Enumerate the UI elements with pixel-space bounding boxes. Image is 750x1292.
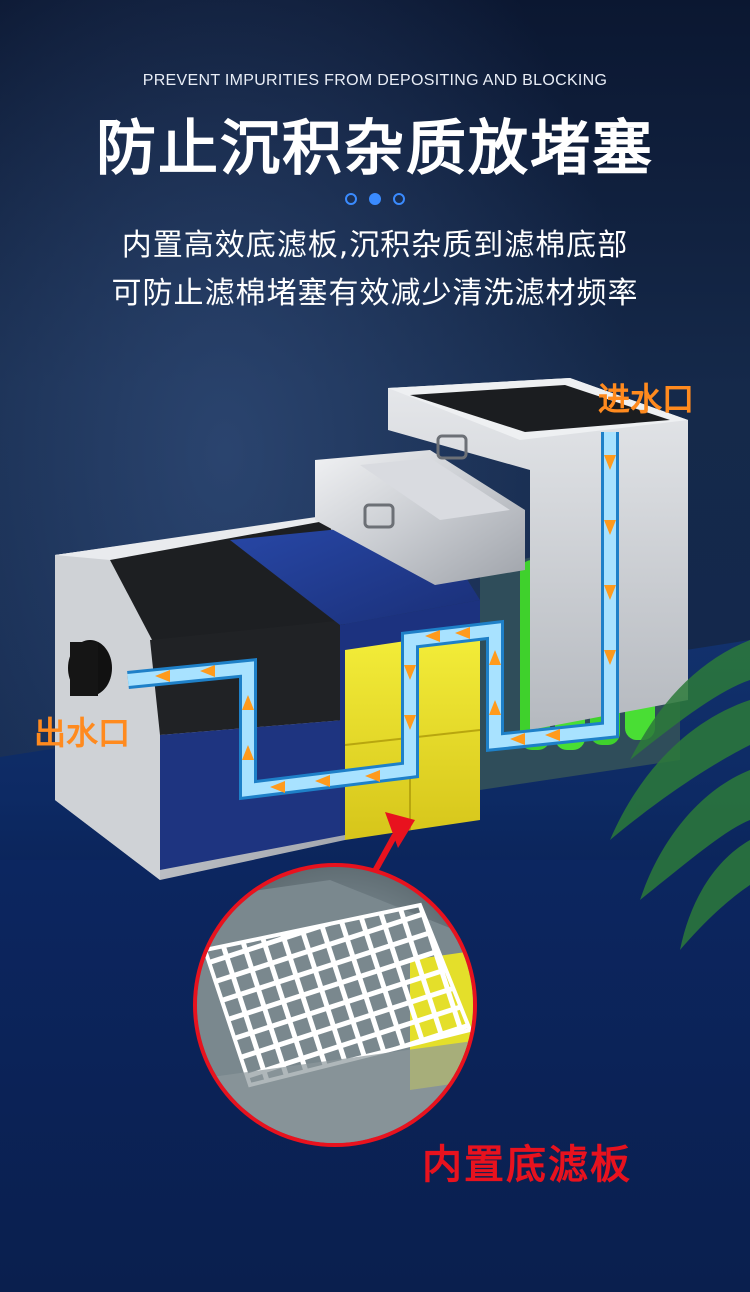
outlet-label: 出水口 <box>34 714 131 752</box>
filter-plate-closeup <box>193 863 477 1147</box>
dot-icon <box>369 193 381 205</box>
subtitle-english: PREVENT IMPURITIES FROM DEPOSITING AND B… <box>142 72 608 89</box>
description-line-1: 内置高效底滤板,沉积杂质到滤棉底部 <box>121 228 629 263</box>
description-line-2: 可防止滤棉堵塞有效减少清洗滤材频率 <box>111 276 639 311</box>
bottom-filter-plate-label: 内置底滤板 <box>422 1142 632 1188</box>
plant-decoration <box>610 640 750 950</box>
decorative-dots <box>0 190 750 209</box>
flow-arrow-icon <box>155 455 616 793</box>
page-title: 防止沉积杂质放堵塞 <box>96 114 654 184</box>
inlet-label: 进水口 <box>598 380 695 418</box>
dot-icon <box>393 193 405 205</box>
dot-icon <box>345 193 357 205</box>
